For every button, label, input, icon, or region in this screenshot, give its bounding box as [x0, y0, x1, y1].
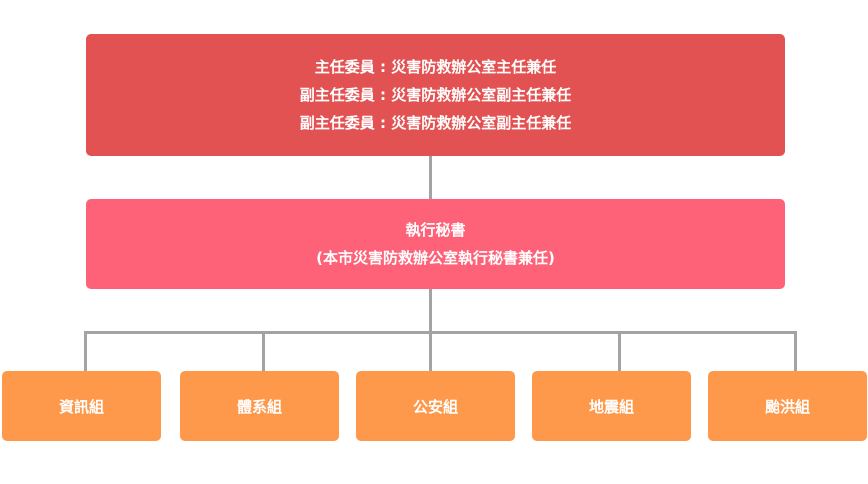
connector-drop-group-5: [794, 331, 797, 371]
group-label: 體系組: [236, 397, 282, 416]
committee-box: 主任委員 : 災害防救辦公室主任兼任 副主任委員 : 災害防救辦公室副主任兼任 …: [86, 34, 785, 156]
connector-horizontal-bar: [84, 331, 797, 334]
group-label: 公安組: [412, 397, 458, 416]
committee-vice-chair-text-1: 副主任委員 : 災害防救辦公室副主任兼任: [299, 86, 572, 104]
executive-secretary-box: 執行秘書 (本市災害防救辦公室執行秘書兼任): [86, 199, 785, 289]
group-box-information: 資訊組: [2, 371, 161, 441]
group-box-typhoon-flood: 颱洪組: [708, 371, 867, 441]
committee-vice-chair-text-2: 副主任委員 : 災害防救辦公室副主任兼任: [299, 114, 572, 132]
group-box-system: 體系組: [180, 371, 339, 441]
group-box-earthquake: 地震組: [532, 371, 691, 441]
connector-drop-group-4: [618, 331, 621, 371]
connector-drop-group-3: [429, 331, 432, 371]
group-label: 地震組: [588, 397, 634, 416]
executive-secretary-title: 執行秘書: [405, 221, 466, 239]
connector-drop-group-1: [84, 331, 87, 371]
group-label: 資訊組: [58, 397, 104, 416]
connector-drop-group-2: [262, 331, 265, 371]
executive-secretary-note: (本市災害防救辦公室執行秘書兼任): [316, 249, 555, 267]
group-box-public-safety: 公安組: [356, 371, 515, 441]
committee-chair-text: 主任委員 : 災害防救辦公室主任兼任: [314, 58, 557, 76]
group-label: 颱洪組: [764, 397, 810, 416]
connector-secretary-branch: [429, 289, 432, 332]
connector-committee-secretary: [429, 156, 432, 199]
